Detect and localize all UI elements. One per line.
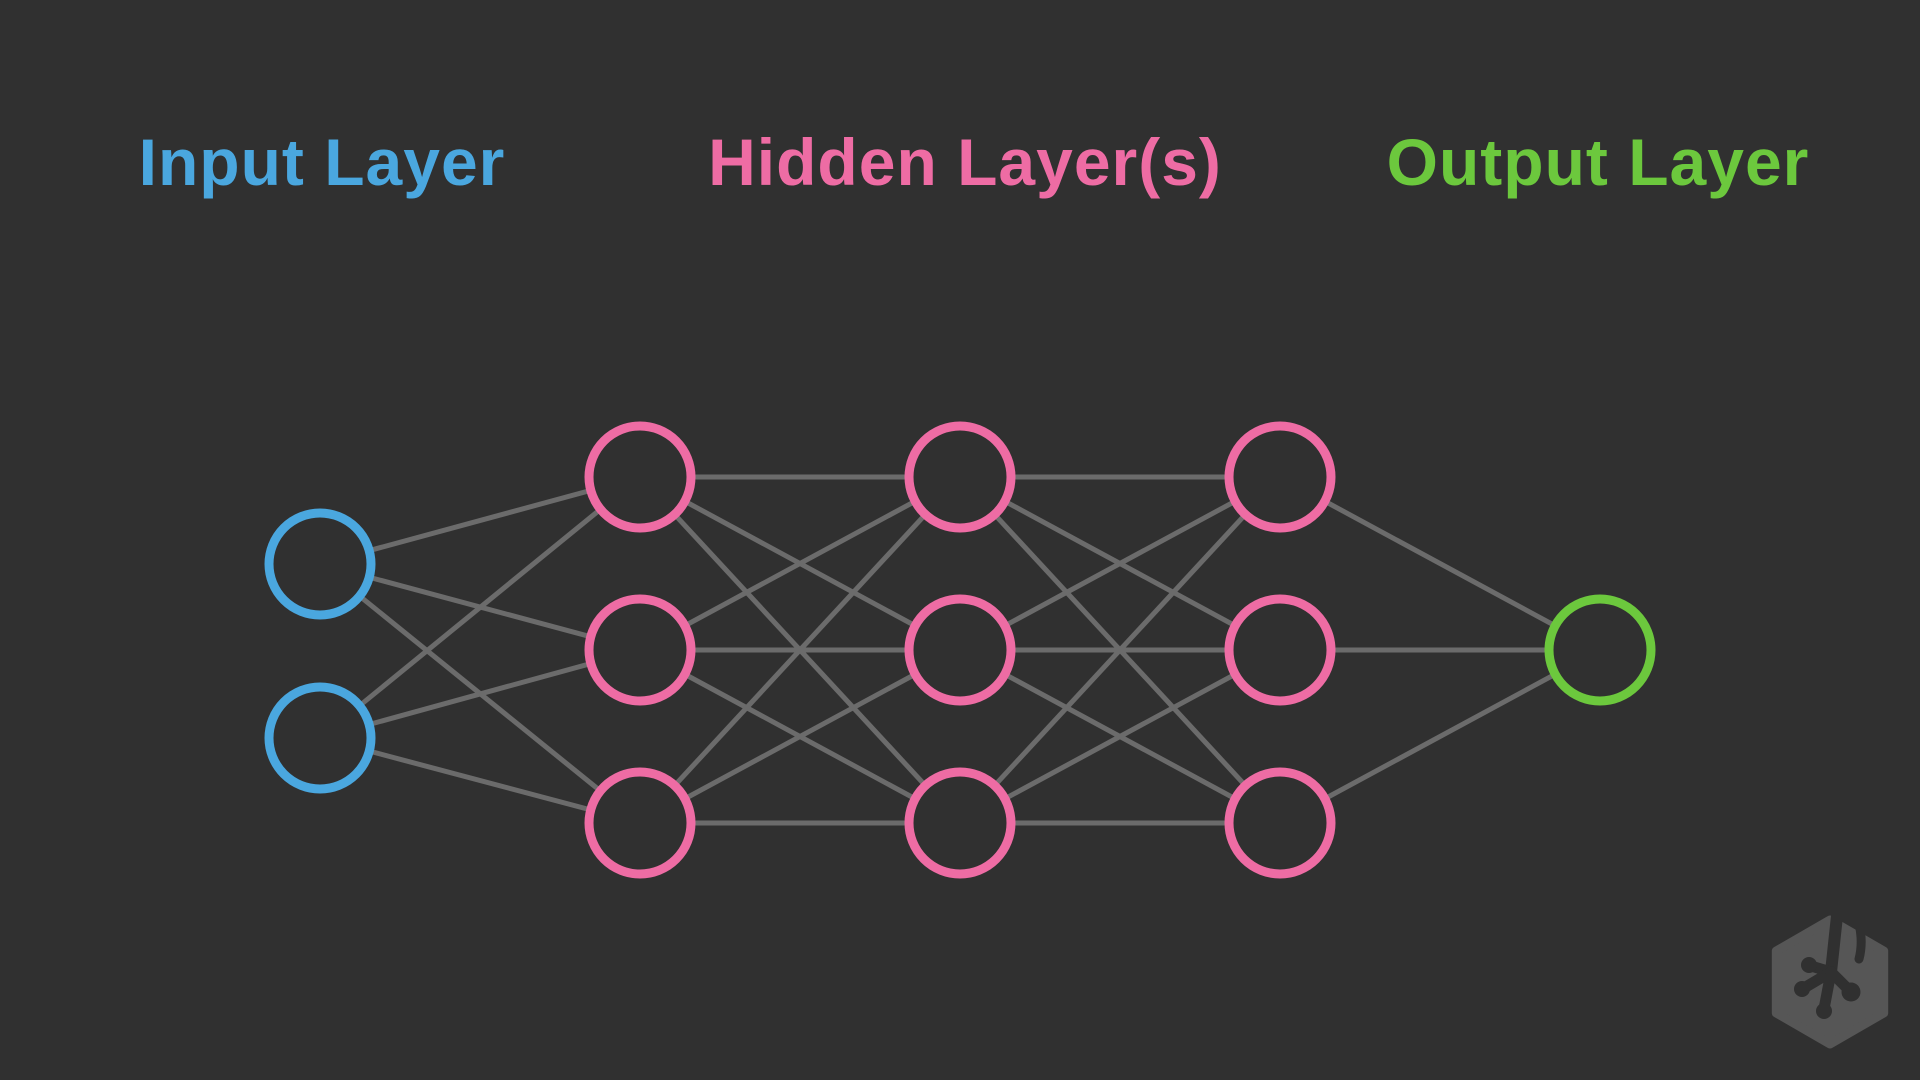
- node-hidden-3-3: [1224, 767, 1336, 879]
- edge: [638, 475, 962, 825]
- node-hidden-3-1: [1224, 421, 1336, 533]
- node-hidden-3-2: [1224, 594, 1336, 706]
- edge: [1278, 647, 1602, 826]
- logo-frog-silhouette: [1798, 912, 1866, 1015]
- edge: [318, 475, 642, 740]
- label-output-layer: Output Layer: [1386, 125, 1810, 199]
- node-input-2: [264, 682, 376, 794]
- node-output-1: [1544, 594, 1656, 706]
- nodes: [264, 421, 1656, 879]
- edge: [958, 647, 1282, 826]
- edge: [638, 474, 962, 653]
- logo-frog-toes: [1794, 957, 1861, 1019]
- node-hidden-1-2: [584, 594, 696, 706]
- node-hidden-2-2: [904, 594, 1016, 706]
- edge: [958, 475, 1282, 825]
- label-hidden-layers: Hidden Layer(s): [708, 125, 1222, 199]
- edge: [638, 647, 962, 826]
- label-input-layer: Input Layer: [138, 125, 506, 199]
- edge: [1278, 474, 1602, 653]
- edge: [958, 474, 1282, 653]
- node-hidden-1-3: [584, 767, 696, 879]
- node-hidden-1-1: [584, 421, 696, 533]
- node-hidden-2-3: [904, 767, 1016, 879]
- node-hidden-2-1: [904, 421, 1016, 533]
- node-input-1: [264, 508, 376, 620]
- treehouse-logo-icon: [1771, 912, 1889, 1049]
